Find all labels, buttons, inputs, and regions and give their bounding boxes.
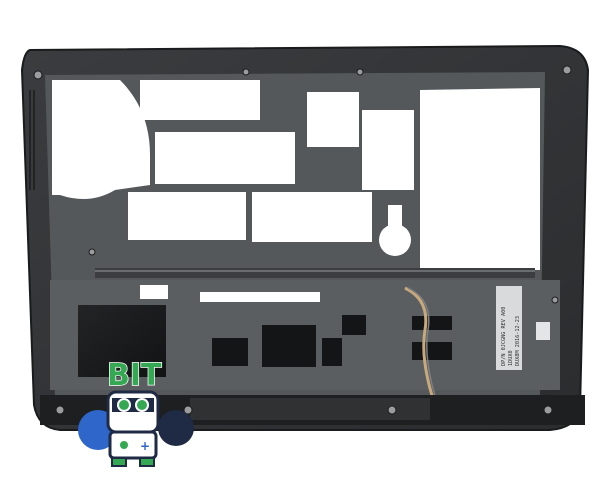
cutout-left-lower — [128, 192, 246, 240]
connector-pad-1 — [412, 316, 452, 330]
touchpad-slot-1 — [212, 338, 248, 366]
cutout-right-large — [420, 88, 540, 270]
bit-logo-text: BIT — [107, 358, 162, 393]
bottom-rail-inner — [190, 398, 430, 420]
cutout-top-left — [52, 80, 150, 199]
product-label: DP/N 0JCGNG REV A00 1DUX0 DUX8M 2016-12-… — [496, 286, 522, 370]
cutout-right-small — [362, 110, 414, 190]
cutout-mid-left — [155, 132, 295, 184]
label-line-2: 1DUX0 — [508, 350, 514, 366]
barcode-sticker — [536, 322, 550, 340]
touchpad-slot-2 — [262, 325, 316, 367]
label-line-3: DUX8M 2016-12-23 — [515, 316, 521, 366]
speaker-pad-left — [78, 305, 166, 377]
screw-holes — [33, 65, 572, 415]
cutout-top-center — [140, 80, 260, 120]
touchpad-slot-3 — [322, 338, 342, 366]
cutout-round-stem — [388, 205, 402, 240]
lower-cutout-2 — [140, 285, 168, 299]
vent-slots — [29, 90, 35, 190]
label-line-1: DP/N 0JCGNG REV A00 — [501, 307, 507, 366]
bit-logo: BIT + — [78, 357, 194, 467]
cable — [404, 286, 437, 406]
rib-strip — [95, 268, 535, 278]
cable-2 — [407, 287, 439, 406]
rib-highlight — [95, 270, 535, 272]
connector-pad-2 — [412, 342, 452, 360]
svg-text:+: + — [140, 439, 150, 453]
lower-cutout-1 — [200, 292, 320, 302]
cutout-center-small — [307, 92, 359, 147]
touchpad-slot-4 — [342, 315, 366, 335]
cutout-center-lower — [252, 192, 372, 242]
